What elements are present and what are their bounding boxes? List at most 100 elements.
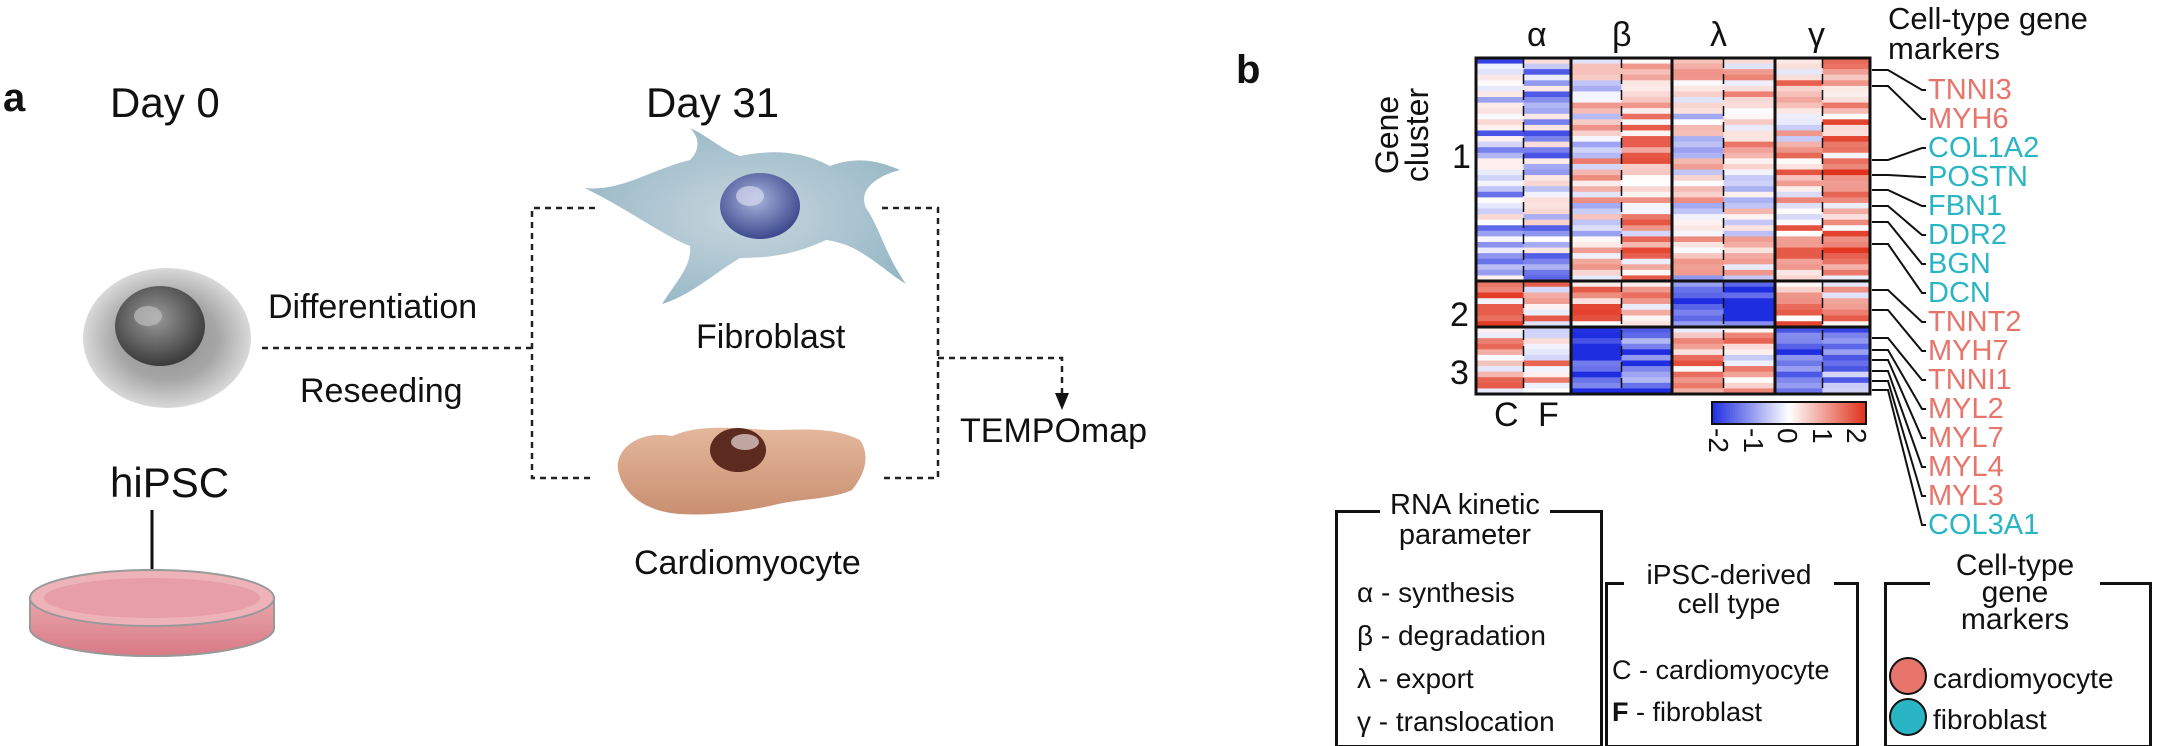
fibroblast-illustration: [585, 128, 906, 304]
heatmap-cell: [1523, 158, 1572, 165]
heatmap-cell: [1571, 97, 1622, 104]
heatmap-cell: [1571, 108, 1622, 115]
heatmap-cell: [1723, 85, 1776, 92]
heatmap-cell: [1822, 371, 1871, 378]
heatmap-cell: [1775, 80, 1823, 87]
heatmap-cell: [1775, 202, 1823, 210]
heatmap-cell: [1723, 80, 1776, 87]
heatmap-cell: [1621, 321, 1673, 328]
heatmap-cell: [1822, 169, 1871, 176]
heatmap-cell: [1672, 119, 1724, 126]
heatmap-cell: [1523, 338, 1572, 345]
heatmap-cell: [1775, 186, 1823, 193]
heatmap-cell: [1775, 197, 1823, 204]
heatmap-cell: [1621, 141, 1673, 148]
heatmap-cell: [1775, 264, 1823, 271]
heatmap-cell: [1621, 264, 1673, 271]
heatmap-cell: [1476, 141, 1524, 148]
heatmap-cell: [1723, 388, 1776, 395]
heatmap-cell: [1476, 230, 1524, 237]
heatmap-cell: [1822, 202, 1871, 210]
gene-label-myh7: MYH7: [1928, 335, 2009, 367]
heatmap-cell: [1775, 74, 1823, 81]
heatmap-cell: [1571, 175, 1622, 182]
heatmap-cell: [1775, 388, 1823, 395]
heatmap-cell: [1723, 102, 1776, 109]
heatmap-cell: [1621, 304, 1673, 311]
heatmap-cell: [1476, 275, 1524, 282]
heatmap-cell: [1523, 388, 1572, 395]
colorbar-segment: [1858, 402, 1862, 424]
heatmap-cell: [1476, 147, 1524, 154]
heatmap-cell: [1476, 366, 1524, 373]
gene-label-bgn: BGN: [1928, 248, 1991, 280]
heatmap-cell: [1775, 180, 1823, 187]
colorbar-segment: [1789, 402, 1793, 424]
heatmap-cell: [1672, 253, 1724, 260]
heatmap-cell: [1476, 247, 1524, 254]
colorbar-segment: [1773, 402, 1777, 424]
heatmap-cell: [1775, 58, 1823, 65]
gene-leader-line: [1872, 221, 1926, 265]
heatmap-cell: [1822, 175, 1871, 182]
heatmap-cell: [1723, 366, 1776, 373]
colorbar-tick-label: 2: [1841, 428, 1872, 444]
heatmap-cell: [1571, 309, 1622, 316]
heatmap-cell: [1476, 327, 1524, 334]
heatmap-cell: [1775, 281, 1823, 288]
heatmap-cell: [1523, 186, 1572, 193]
heatmap-cell: [1476, 197, 1524, 204]
heatmap-cell: [1476, 152, 1524, 159]
heatmap-cell: [1476, 286, 1524, 293]
heatmap-cell: [1723, 281, 1776, 288]
heatmap-cell: [1571, 281, 1622, 288]
column-header-alpha: α: [1527, 16, 1547, 54]
heatmap-cell: [1621, 225, 1673, 232]
colorbar-segment: [1771, 402, 1775, 424]
heatmap-cell: [1621, 298, 1673, 305]
heatmap-cell: [1775, 97, 1823, 104]
colorbar-segment: [1732, 402, 1736, 424]
heatmap-cell: [1571, 327, 1622, 334]
heatmap-cell: [1571, 321, 1622, 328]
heatmap-cell: [1523, 219, 1572, 226]
colorbar-segment: [1809, 402, 1813, 424]
heatmap-cell: [1822, 124, 1871, 131]
heatmap-cell: [1672, 186, 1724, 193]
heatmap-cell: [1571, 147, 1622, 154]
heatmap-cell: [1523, 169, 1572, 176]
colorbar-segment: [1835, 402, 1839, 424]
heatmap-cell: [1571, 152, 1622, 159]
legend-celltype-key: C: [1612, 655, 1632, 685]
heatmap-cell: [1672, 130, 1724, 137]
heatmap-cell: [1621, 327, 1673, 334]
colorbar-tick-label: 1: [1806, 428, 1838, 444]
heatmap-cell: [1822, 247, 1871, 254]
heatmap-cell: [1775, 275, 1823, 282]
heatmap-cell: [1672, 191, 1724, 198]
colorbar-segment: [1758, 402, 1762, 424]
heatmap-cell: [1822, 108, 1871, 115]
heatmap-cell: [1621, 253, 1673, 260]
heatmap-cell: [1672, 152, 1724, 159]
gene-leader-line: [1872, 370, 1926, 468]
heatmap-cell: [1672, 58, 1724, 65]
heatmap-cell: [1571, 186, 1622, 193]
heatmap-cell: [1775, 169, 1823, 176]
heatmap-cell: [1723, 321, 1776, 328]
heatmap-cell: [1523, 80, 1572, 87]
heatmap-cell: [1775, 102, 1823, 109]
colorbar-segment: [1765, 402, 1770, 424]
gene-leader-line: [1872, 189, 1926, 207]
heatmap-cell: [1523, 258, 1572, 265]
colorbar-segment: [1819, 402, 1823, 424]
heatmap-cell: [1775, 69, 1823, 76]
heatmap-cell: [1775, 241, 1823, 249]
heatmap-cell: [1672, 91, 1724, 98]
day0-label: Day 0: [110, 79, 220, 126]
heatmap-cell: [1621, 180, 1673, 187]
heatmap-cell: [1775, 309, 1823, 316]
heatmap-cell: [1571, 382, 1622, 389]
heatmap-cell: [1621, 382, 1673, 389]
cardiomyocyte-label: Cardiomyocyte: [634, 544, 861, 582]
